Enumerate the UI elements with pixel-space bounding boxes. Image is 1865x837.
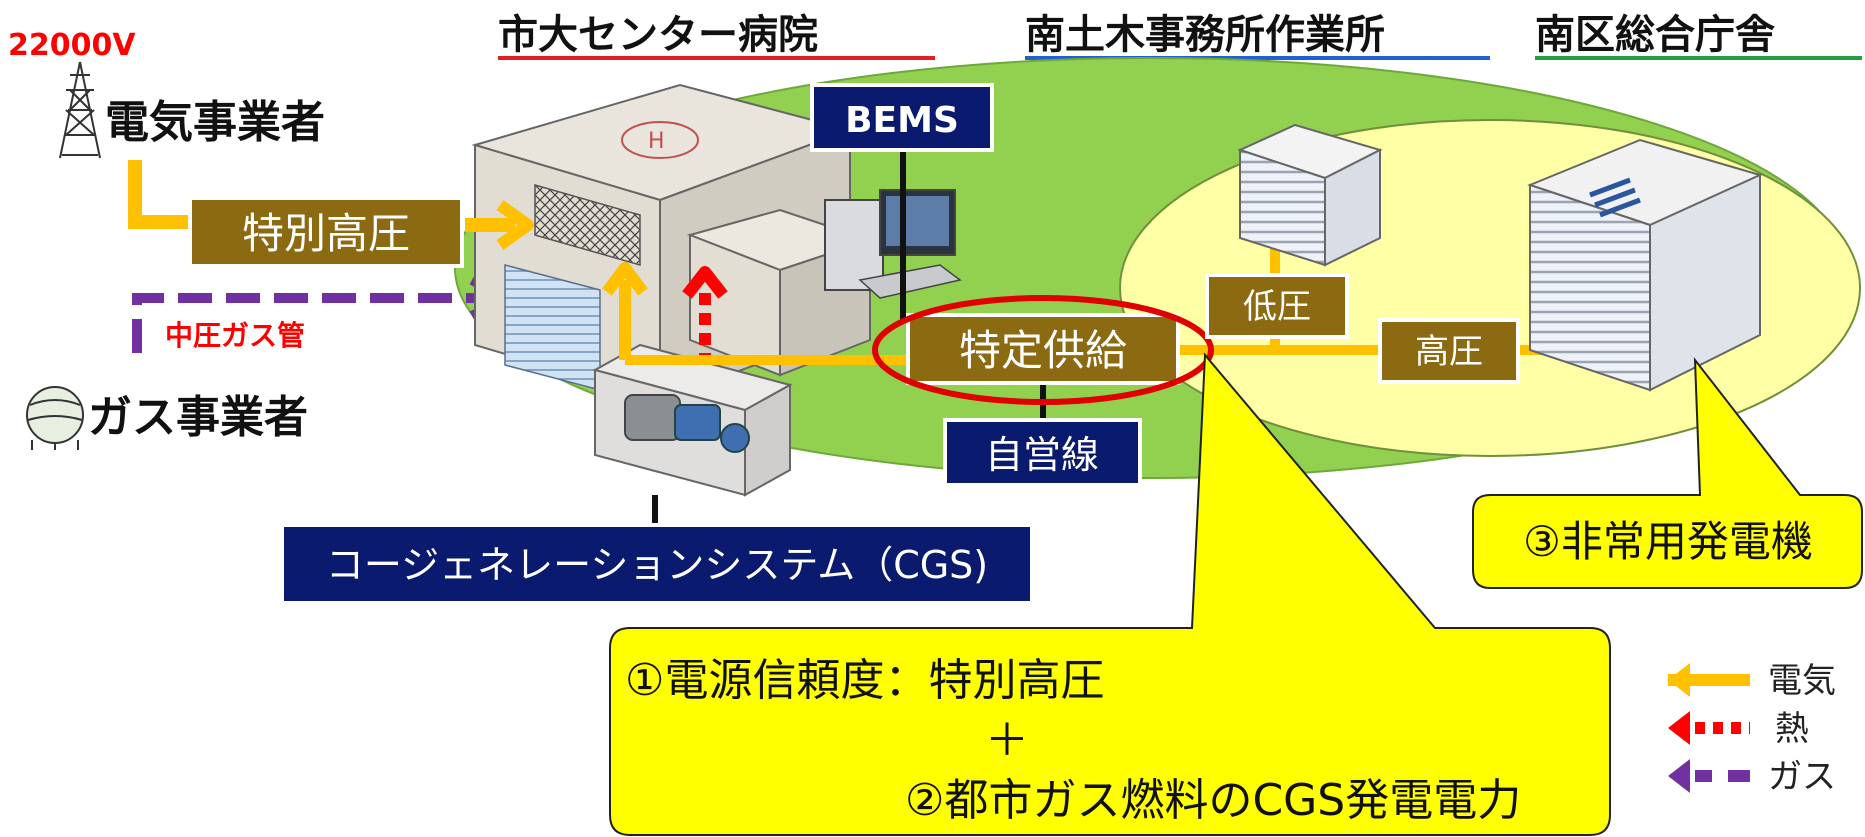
private-line-box xyxy=(943,418,1142,487)
high-voltage-label: 高圧 xyxy=(1415,332,1483,372)
ward-office-building-icon xyxy=(1527,138,1763,392)
svg-text:H: H xyxy=(648,129,665,154)
cgs-box xyxy=(280,523,1034,605)
legend-electricity-label: 電気 xyxy=(1768,661,1836,701)
bems-box xyxy=(810,83,994,152)
reliability-line1: ①電源信頼度：特別高圧 xyxy=(625,655,1104,706)
emergency-callout xyxy=(1472,356,1863,589)
header-hospital: 市大センター病院 xyxy=(498,12,818,58)
specified-supply-label: 特定供給 xyxy=(959,326,1127,375)
specified-supply-box xyxy=(906,313,1180,385)
legend-heat-icon xyxy=(1668,711,1750,745)
legend-gas-label: ガス xyxy=(1768,757,1836,797)
cgs-electric-up-arrowhead xyxy=(602,262,648,296)
header-ward-office: 南区総合庁舎 xyxy=(1535,12,1775,58)
voltage-label: 22000V xyxy=(8,28,136,63)
cgs-heat-up-arrowhead xyxy=(682,266,728,299)
legend-electricity-icon xyxy=(1668,663,1750,697)
legend: 電気 熱 ガス xyxy=(1668,661,1836,797)
computer-icon xyxy=(824,189,962,299)
reliability-callout xyxy=(609,352,1611,836)
legend-heat-label: 熱 xyxy=(1775,709,1809,749)
civil-office-building-icon xyxy=(1237,123,1383,267)
electric-supplier-label: 電気事業者 xyxy=(105,97,325,148)
transmission-tower-icon xyxy=(59,61,101,159)
high-voltage-box xyxy=(1378,318,1520,384)
low-voltage-label: 低圧 xyxy=(1243,287,1311,327)
legend-gas-icon xyxy=(1668,759,1750,793)
header-civil-office: 南土木事務所作業所 xyxy=(1025,12,1385,58)
private-line-label: 自営線 xyxy=(985,433,1099,477)
extra-high-voltage-label: 特別高圧 xyxy=(242,209,410,258)
gas-pipe-line xyxy=(132,293,485,353)
extra-high-arrowhead xyxy=(496,200,534,250)
reliability-line2: ②都市ガス燃料のCGS発電電力 xyxy=(905,775,1521,826)
low-voltage-box xyxy=(1205,273,1349,339)
gas-holder-icon xyxy=(26,386,84,450)
emergency-label: ③非常用発電機 xyxy=(1523,517,1813,566)
reliability-plus: ＋ xyxy=(985,715,1029,766)
gas-pipe-label: 中圧ガス管 xyxy=(165,319,305,352)
hospital-building-icon: H xyxy=(471,83,874,402)
extra-high-voltage-box xyxy=(188,196,464,268)
bems-label: BEMS xyxy=(845,100,959,141)
electric-feed-line xyxy=(128,160,190,229)
cgs-equipment-icon xyxy=(592,343,793,497)
specified-supply-highlight xyxy=(872,295,1214,405)
gas-supplier-label: ガス事業者 xyxy=(88,392,308,443)
cgs-label: コージェネレーションシステム（CGS) xyxy=(326,543,988,587)
